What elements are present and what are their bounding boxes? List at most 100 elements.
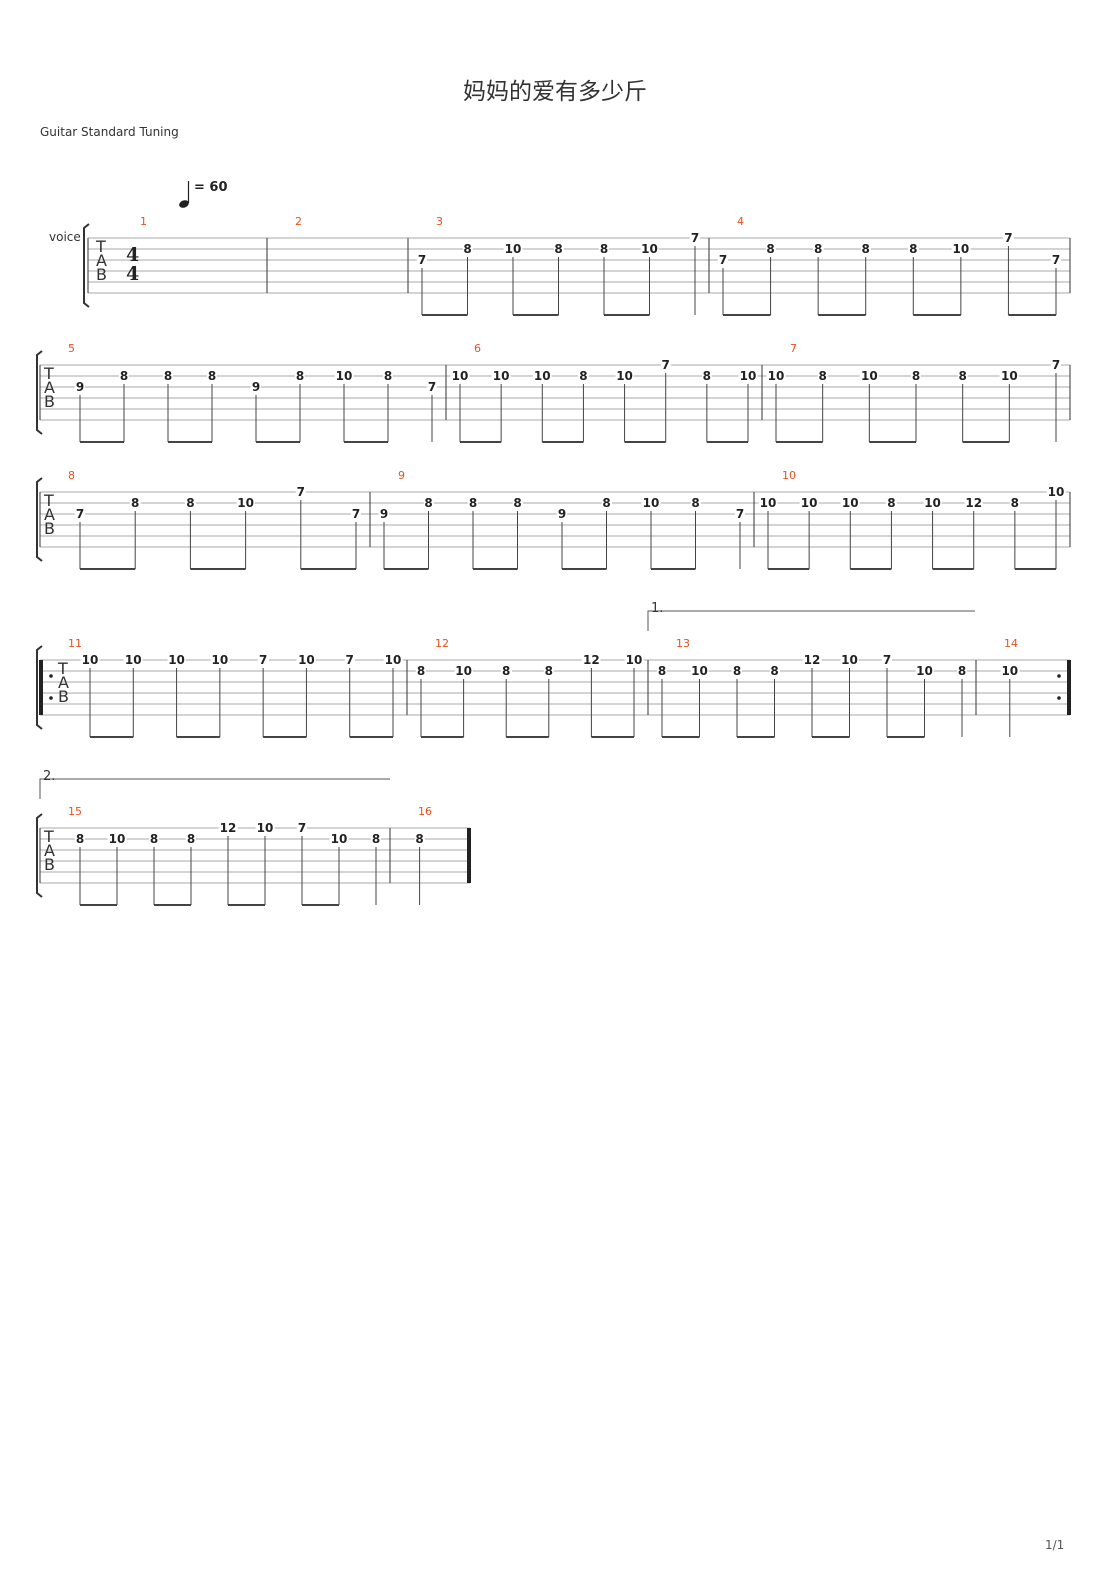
fret-number: 7 [1003,231,1014,245]
quarter-note-icon [179,181,190,208]
tab-clef-letter: A [44,505,55,524]
fret-number: 7 [660,358,671,372]
fret-number: 8 [812,242,824,256]
tab-clef-letter: T [96,237,106,256]
fret-number: 10 [859,369,879,383]
fret-number: 8 [162,369,174,383]
fret-number: 10 [236,496,255,510]
fret-number: 7 [344,653,355,667]
fret-number: 7 [416,253,428,267]
fret-number: 8 [701,369,713,383]
repeat-dot [1057,674,1061,678]
bar-number: 8 [68,469,75,482]
time-signature-bottom: 4 [126,263,140,285]
fret-number: 10 [915,664,934,678]
fret-number: 8 [185,496,196,510]
fret-number: 8 [294,369,306,383]
fret-number: 8 [543,664,554,678]
fret-number: 7 [296,821,308,835]
fret-number: 8 [370,832,382,846]
fret-number: 8 [860,242,871,256]
tab-clef-letter: A [44,378,55,397]
fret-number: 9 [250,380,262,394]
fret-number: 10 [923,496,942,510]
fret-number: 8 [462,242,473,256]
repeat-dot [49,696,53,700]
bar-number: 9 [398,469,405,482]
bar-number: 7 [790,342,797,355]
fret-number: 8 [601,496,612,510]
fret-number: 10 [210,653,230,667]
fret-number: 7 [350,507,362,521]
fret-number: 8 [512,496,523,510]
volta-bracket [647,610,975,631]
fret-number: 8 [957,369,968,383]
fret-number: 9 [378,507,390,521]
fret-number: 7 [295,485,306,499]
fret-number: 10 [999,369,1019,383]
fret-number: 7 [1050,358,1062,372]
fret-number: 8 [206,369,218,383]
tab-clef-letter: T [44,491,54,510]
fret-number: 10 [738,369,758,383]
song-title: 妈妈的爱有多少斤 [463,79,647,105]
fret-number: 9 [556,507,568,521]
fret-number: 10 [1046,485,1066,499]
system-bracket [36,477,43,562]
bar-number: 16 [418,805,432,818]
fret-number: 10 [491,369,511,383]
fret-number: 12 [218,821,238,835]
fret-number: 8 [553,242,564,256]
fret-number: 10 [766,369,786,383]
fret-number: 10 [297,653,316,667]
bar-number: 14 [1004,637,1018,650]
bar-number: 15 [68,805,82,818]
track-name: voice [49,230,81,244]
repeat-end-barline [1067,660,1071,715]
tab-clef-letter: B [44,519,55,538]
fret-number: 10 [840,653,859,667]
repeat-dot [49,674,53,678]
fret-number: 8 [690,496,701,510]
fret-number: 10 [951,242,971,256]
fret-number: 10 [1000,664,1020,678]
fret-number: 10 [840,496,860,510]
fret-number: 10 [334,369,354,383]
bar-number: 2 [295,215,302,228]
fret-number: 8 [656,664,668,678]
volta-bracket [39,778,390,799]
volta-label: 1. [651,601,664,616]
fret-number: 10 [758,496,778,510]
tab-clef-letter: B [58,687,69,706]
tab-clef-letter: T [44,827,54,846]
fret-number: 10 [123,653,143,667]
bar-number: 6 [474,342,481,355]
fret-number: 7 [426,380,438,394]
bar-number: 13 [676,637,690,650]
repeat-start-barline [39,660,43,715]
fret-number: 8 [908,242,919,256]
fret-number: 8 [415,664,427,678]
bar-number: 3 [436,215,443,228]
fret-number: 10 [450,369,470,383]
fret-number: 12 [582,653,601,667]
fret-number: 8 [910,369,922,383]
fret-number: 8 [130,496,141,510]
fret-number: 8 [414,832,425,846]
bar-number: 1 [140,215,147,228]
system-bracket [36,645,43,730]
final-barline [467,828,471,883]
tuning-label: Guitar Standard Tuning [40,125,179,139]
fret-number: 10 [624,653,644,667]
tab-clef-letter: T [58,659,68,678]
tab-clef-letter: B [44,855,55,874]
fret-number: 8 [185,832,197,846]
page-number: 1/1 [1045,1538,1065,1552]
fret-number: 8 [765,242,776,256]
fret-number: 8 [382,369,394,383]
fret-number: 10 [640,242,659,256]
fret-number: 12 [964,496,984,510]
